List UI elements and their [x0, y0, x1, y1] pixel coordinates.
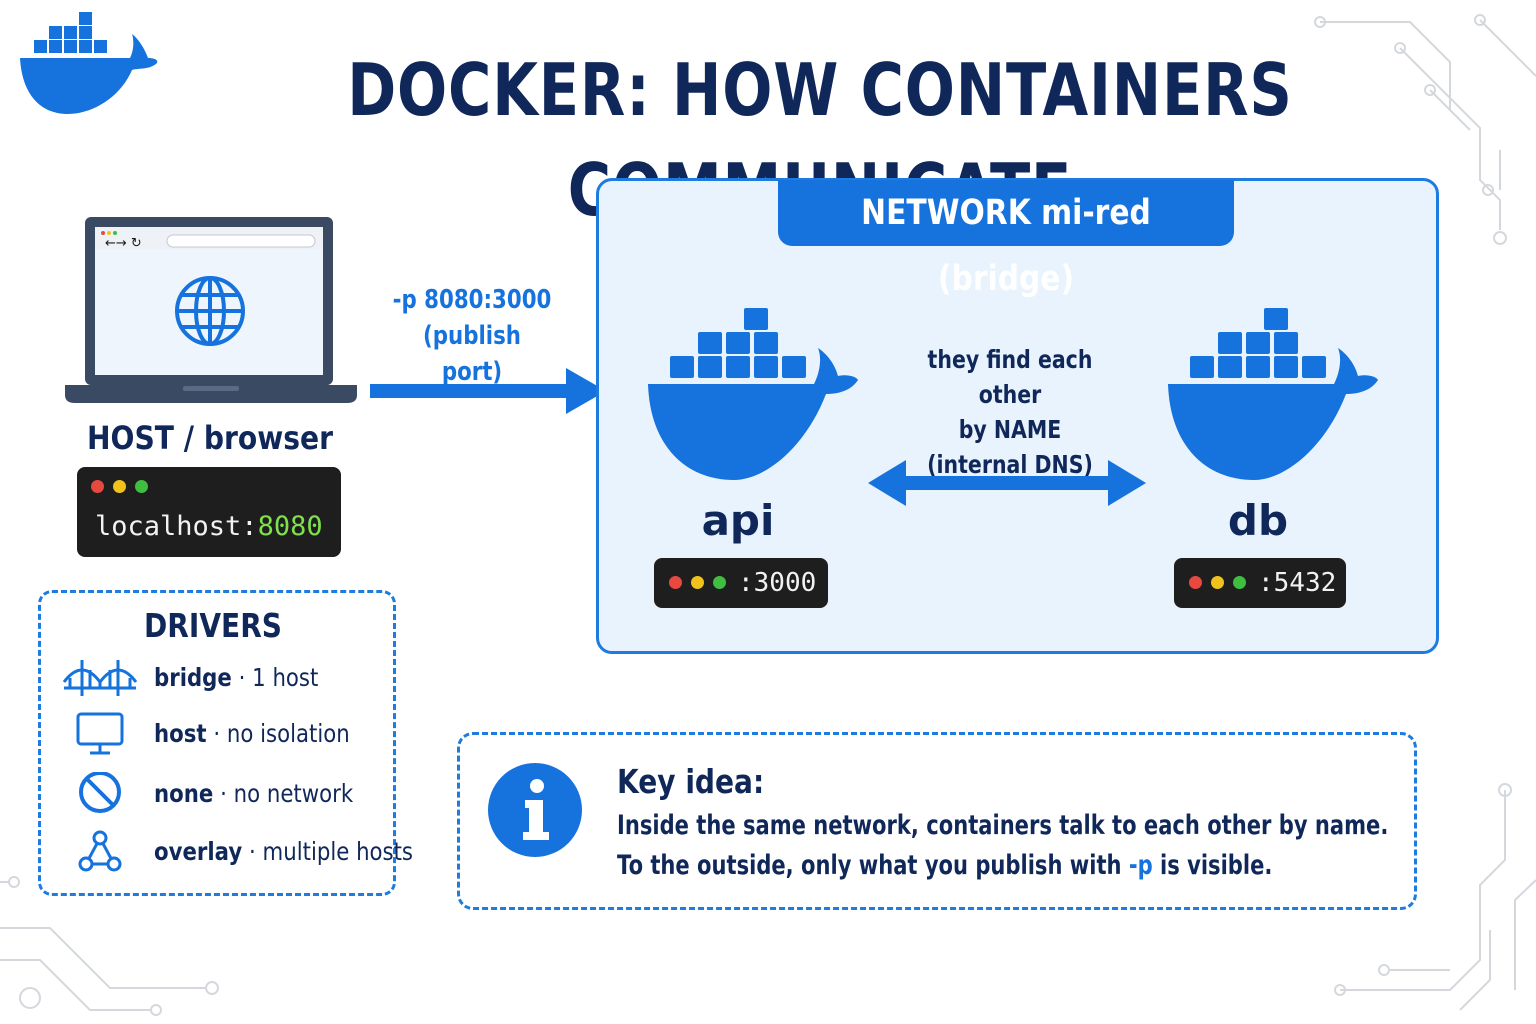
publish-arrow-icon — [370, 368, 606, 414]
driver-desc-none: no network — [233, 779, 354, 808]
bridge-icon — [62, 660, 138, 696]
bidirectional-arrow-icon — [868, 460, 1146, 506]
laptop-icon: ←→ ↻ — [65, 217, 357, 403]
network-nodes-icon — [78, 830, 122, 872]
api-port-terminal: :3000 — [654, 558, 828, 608]
host-url-prefix: localhost: — [95, 511, 258, 542]
driver-name-overlay: overlay — [154, 837, 243, 866]
green-dot-icon — [713, 576, 726, 589]
port-mapping-note: (publish port) — [423, 321, 521, 387]
driver-desc-overlay: multiple hosts — [262, 837, 414, 866]
port-mapping-label: -p 8080:3000 (publish port) — [390, 282, 554, 387]
container-name-db: db — [1227, 496, 1289, 545]
yellow-dot-icon — [113, 480, 126, 493]
key-idea-box — [457, 732, 1417, 910]
svg-text:←→ ↻: ←→ ↻ — [105, 236, 142, 251]
driver-name-host: host — [154, 719, 207, 748]
driver-row-overlay: overlay·multiple hosts — [60, 830, 413, 874]
no-entry-icon — [79, 772, 121, 813]
dns-line-3: (internal DNS) — [927, 450, 1093, 479]
driver-desc-host: no isolation — [226, 719, 350, 748]
red-dot-icon — [91, 480, 104, 493]
docker-logo-icon — [20, 12, 158, 114]
key-idea-line-2-end: is visible. — [1152, 850, 1273, 881]
red-dot-icon — [669, 576, 682, 589]
separator: · — [220, 779, 227, 808]
green-dot-icon — [135, 480, 148, 493]
circuit-decoration-right — [1314, 14, 1536, 1011]
green-dot-icon — [1233, 576, 1246, 589]
docker-whale-db-icon — [1168, 308, 1378, 480]
yellow-dot-icon — [1211, 576, 1224, 589]
driver-text-host: host·no isolation — [154, 712, 350, 756]
red-dot-icon — [1189, 576, 1202, 589]
driver-row-none: none·no network — [60, 772, 390, 816]
driver-row-host: host·no isolation — [60, 712, 390, 756]
drivers-box — [38, 590, 396, 896]
driver-name-none: none — [154, 779, 214, 808]
yellow-dot-icon — [691, 576, 704, 589]
driver-text-overlay: overlay·multiple hosts — [154, 830, 413, 874]
host-label: HOST / browser — [86, 419, 334, 457]
separator: · — [238, 663, 246, 692]
port-mapping-flag: -p 8080:3000 — [392, 285, 552, 315]
driver-text-none: none·no network — [154, 772, 353, 816]
db-port-terminal: :5432 — [1174, 558, 1346, 608]
page-title: DOCKER: HOW CONTAINERS COMMUNICATE — [347, 48, 1293, 232]
driver-text-bridge: bridge·1 host — [154, 656, 318, 700]
api-port: :3000 — [738, 568, 817, 598]
publish-flag: -p — [1128, 850, 1153, 881]
drivers-title: DRIVERS — [144, 606, 282, 645]
host-terminal: localhost:8080 — [77, 467, 341, 557]
host-url: localhost:8080 — [95, 507, 323, 547]
key-idea-line-2-start: To the outside, only what you publish wi… — [617, 850, 1129, 881]
separator: · — [213, 719, 221, 748]
driver-name-bridge: bridge — [154, 663, 232, 692]
driver-row-bridge: bridge·1 host — [60, 656, 390, 700]
host-url-port: 8080 — [257, 511, 323, 542]
monitor-icon — [76, 712, 124, 755]
dns-line-2: by NAME — [958, 415, 1062, 444]
driver-desc-bridge: 1 host — [252, 663, 319, 692]
separator: · — [248, 837, 256, 866]
key-idea-title: Key idea: — [617, 762, 765, 801]
circuit-decoration-left — [0, 876, 219, 1016]
dns-line-1: they find each other — [927, 345, 1093, 409]
container-name-api: api — [701, 496, 775, 545]
network-title-text: NETWORK mi-red (bridge) — [861, 193, 1151, 299]
dns-explanation: they find each other by NAME (internal D… — [903, 342, 1116, 479]
docker-whale-api-icon — [648, 308, 858, 480]
info-icon — [488, 763, 582, 857]
key-idea-line-1: Inside the same network, containers talk… — [617, 810, 1389, 841]
key-idea-line-2: To the outside, only what you publish wi… — [617, 846, 1366, 886]
network-title: NETWORK mi-red (bridge) — [778, 180, 1234, 299]
db-port: :5432 — [1258, 568, 1337, 598]
